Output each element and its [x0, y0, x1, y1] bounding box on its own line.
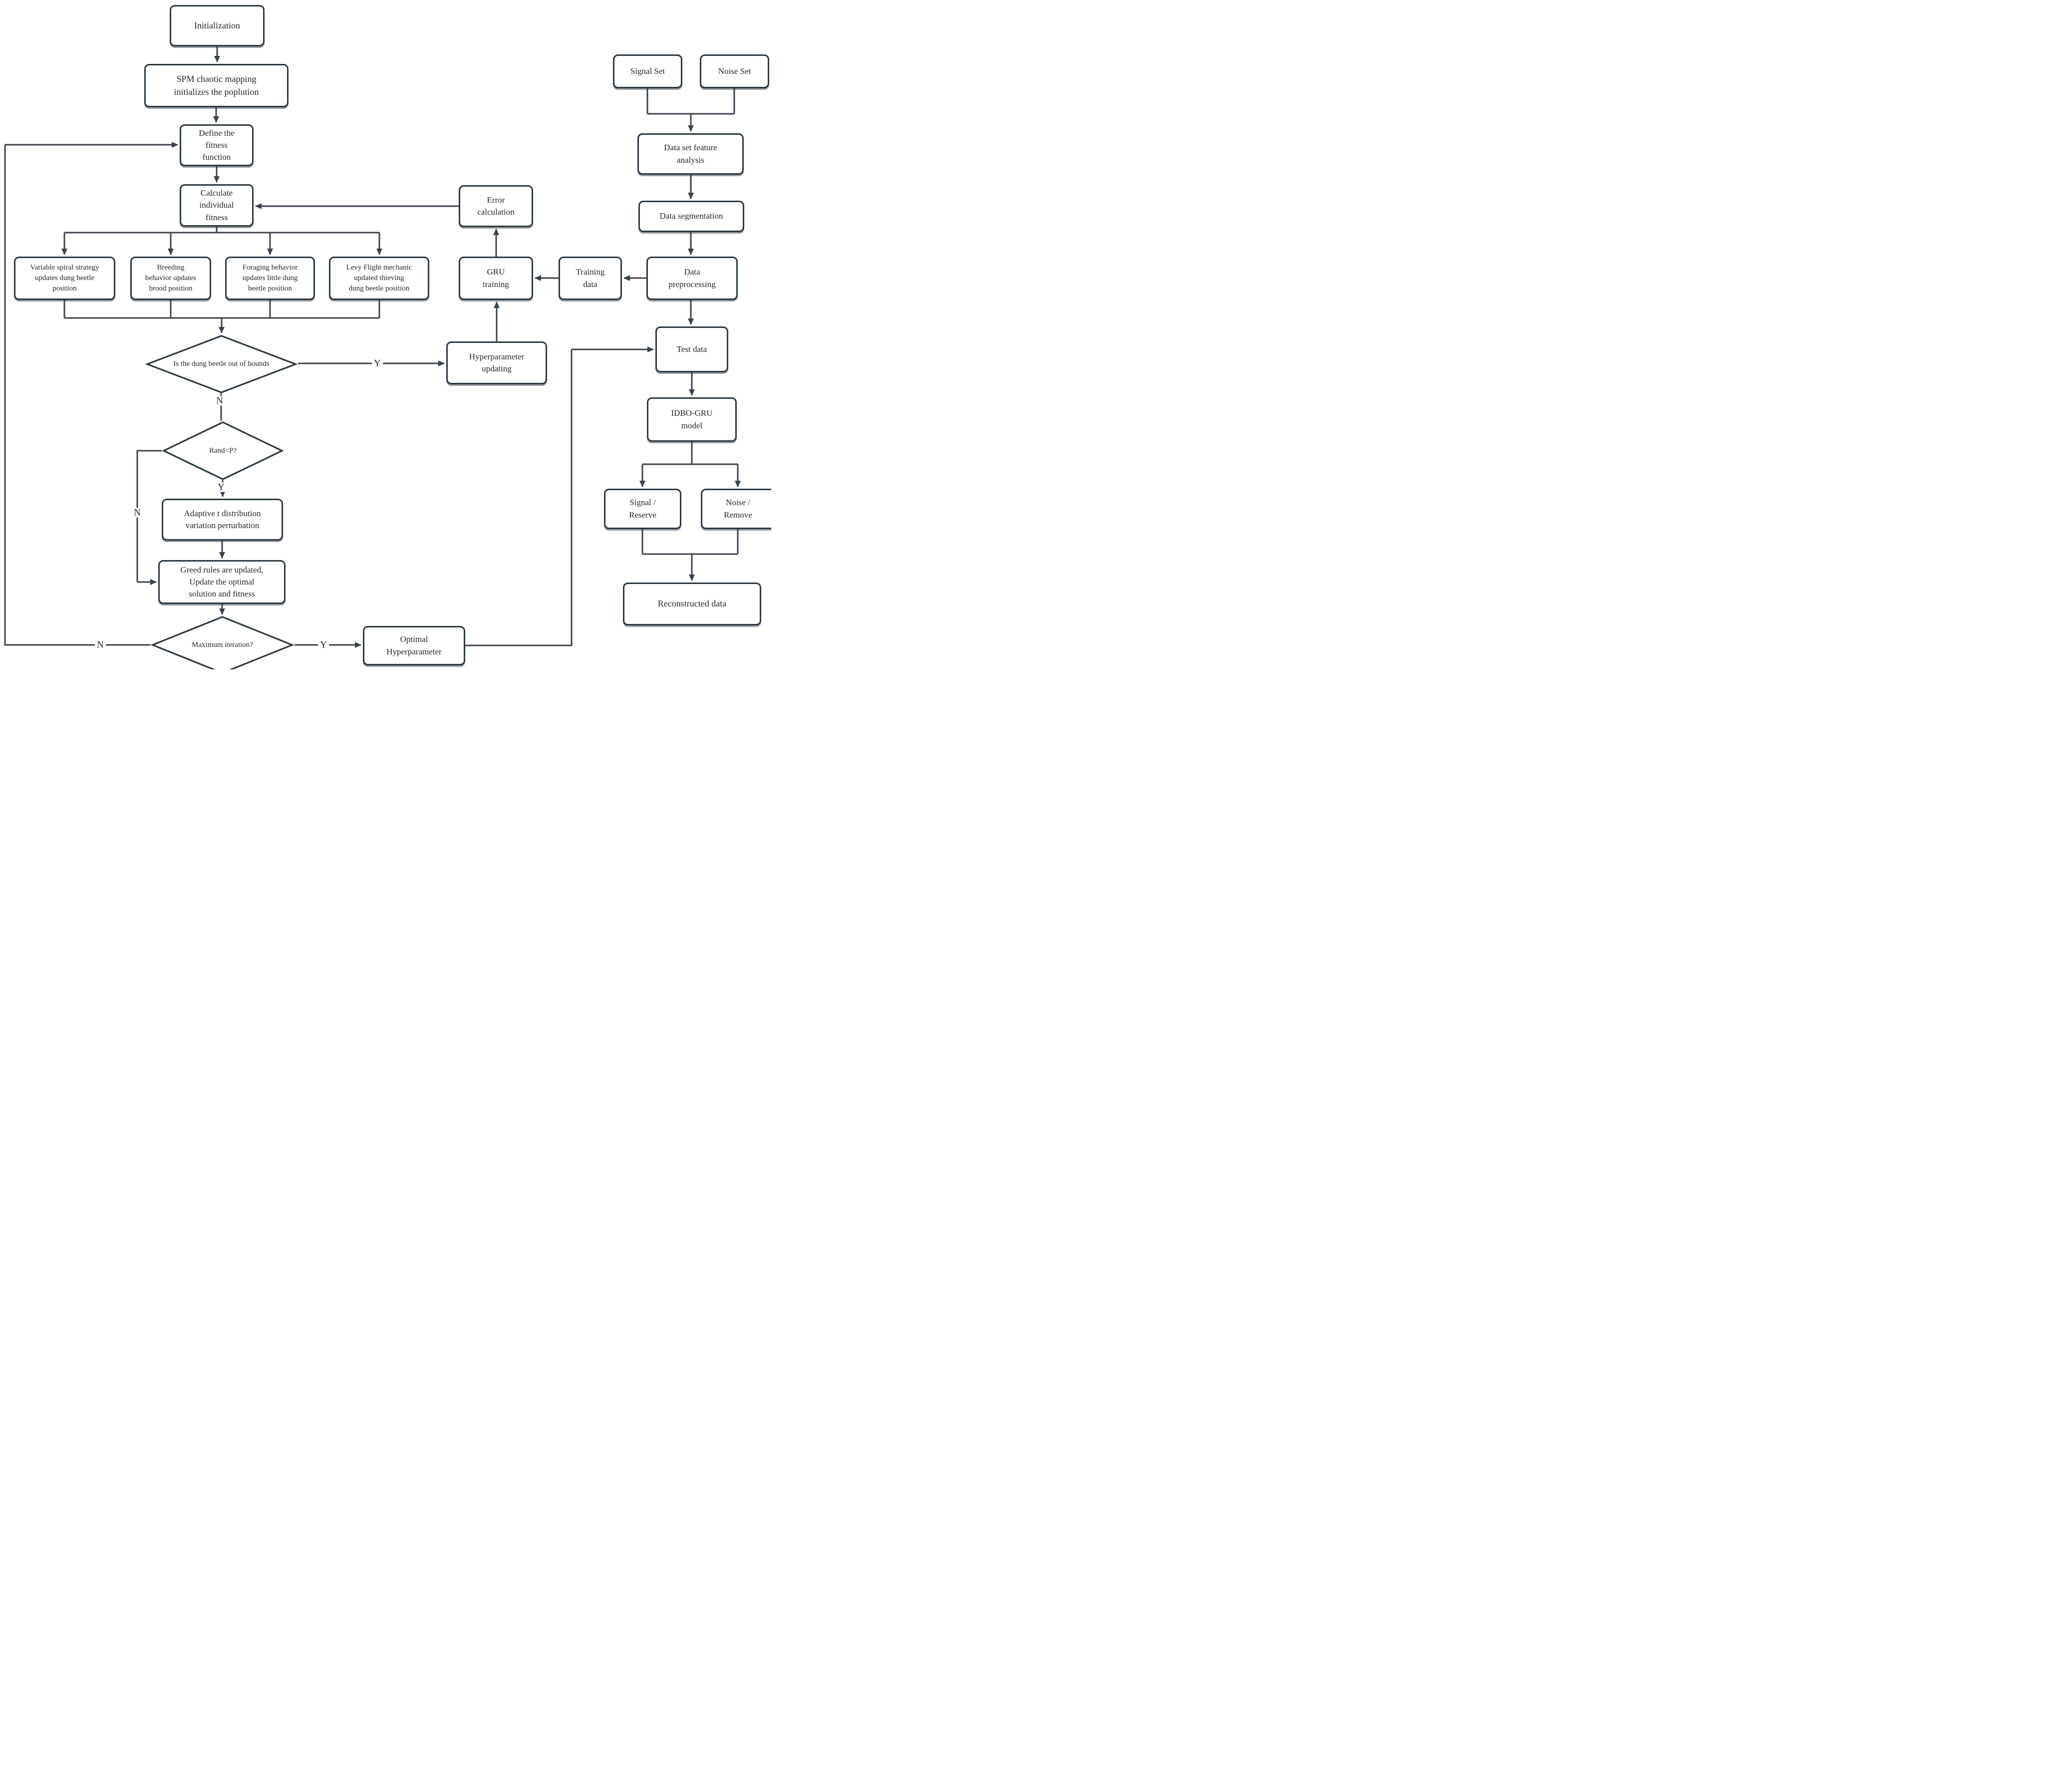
edge-label-rand-yes: Y: [216, 482, 227, 492]
node-spm-chaotic-mapping: SPM chaotic mapping initializes the popl…: [144, 64, 289, 107]
node-optimal-hyperparameter: Optimal Hyperparameter: [363, 626, 465, 665]
edge-label-maxiter-yes: Y: [318, 640, 329, 650]
node-noise-remove: Noise / Remove: [701, 489, 771, 529]
node-idbo-gru-model: IDBO-GRU model: [647, 397, 737, 442]
node-noise-set: Noise Set: [700, 54, 769, 88]
node-calculate-individual-fitness: Calculate individual fitness: [180, 184, 254, 227]
edge-label-bounds-yes: Y: [372, 358, 383, 368]
edge-label-bounds-no: N: [214, 396, 225, 406]
node-breeding-behavior: Breeding behavior updates brood position: [130, 257, 211, 300]
node-initialization: Initialization: [170, 5, 265, 46]
decision-maximum-iteration: Maximum iteration?: [150, 616, 295, 669]
node-define-fitness-function: Define the fitness function: [180, 124, 254, 166]
decision-rand-less-p: Rand<P?: [162, 421, 284, 480]
node-training-data: Training data: [559, 257, 622, 300]
node-signal-reserve: Signal / Reserve: [604, 489, 681, 529]
decision-label: Maximum iteration?: [192, 640, 253, 649]
node-signal-set: Signal Set: [613, 54, 682, 88]
connector-lines: [4, 46, 741, 648]
edge-label-maxiter-no: N: [95, 640, 106, 650]
node-greed-rules-update: Greed rules are updated, Update the opti…: [158, 560, 286, 604]
decision-label: Is the dung beetle out of bounds: [173, 360, 270, 368]
edge-label-rand-no: N: [132, 508, 143, 518]
node-hyperparameter-updating: Hyperparameter updating: [446, 341, 547, 384]
node-levy-flight-mechanic: Levy Flight mechanic updated thieving du…: [329, 257, 429, 300]
diamond-shape: [150, 616, 295, 669]
node-gru-training: GRU training: [459, 257, 533, 300]
diamond-shape: [145, 335, 298, 393]
node-adaptive-t-distribution: Adaptive t distribution variation pertur…: [162, 499, 283, 541]
diamond-shape: [162, 421, 284, 480]
node-dataset-feature-analysis: Data set feature analysis: [637, 133, 744, 175]
node-foraging-behavior: Foraging behavior updates little dung be…: [225, 257, 315, 300]
flowchart-canvas: Initialization SPM chaotic mapping initi…: [0, 0, 771, 669]
node-data-segmentation: Data segmentation: [638, 201, 744, 232]
node-data-preprocessing: Data preprocessing: [646, 257, 738, 300]
decision-dung-beetle-out-of-bounds: Is the dung beetle out of bounds: [145, 335, 298, 393]
node-test-data: Test data: [655, 326, 728, 372]
node-variable-spiral-strategy: Variable spiral strategy updates dung be…: [14, 257, 115, 300]
node-error-calculation: Error calculation: [459, 185, 533, 227]
decision-label: Rand<P?: [209, 446, 237, 455]
node-reconstructed-data: Reconstructed data: [623, 583, 761, 625]
